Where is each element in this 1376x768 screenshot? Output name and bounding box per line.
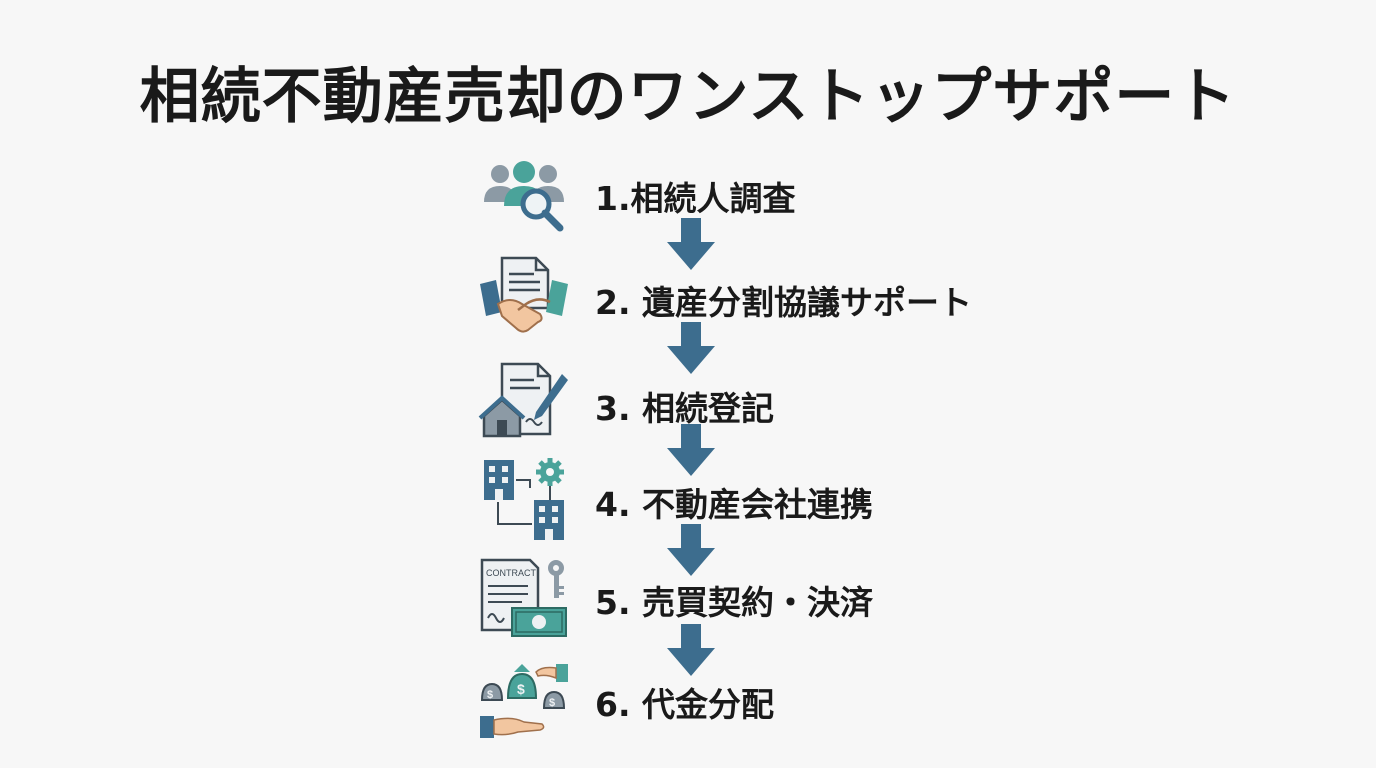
page-title: 相続不動産売却のワンストップサポート [139, 62, 1237, 132]
step-4-label: 4. 不動産会社連携 [595, 485, 873, 524]
arrow-down-icon [667, 624, 715, 676]
step-6-label: 6. 代金分配 [595, 685, 774, 724]
people-search-icon [484, 161, 564, 232]
money-bags-hands-icon: $ $ $ [480, 664, 568, 738]
step-4: 4. 不動産会社連携 [478, 458, 1038, 542]
house-deed-pen-icon [478, 362, 568, 438]
arrow-down-icon [667, 424, 715, 476]
step-2-label: 2. 遺産分割協議サポート [595, 283, 972, 322]
arrow-down-icon [667, 524, 715, 576]
contract-icon-text: CONTRACT [486, 568, 536, 578]
svg-text:$: $ [549, 697, 555, 709]
step-3-label: 3. 相続登記 [595, 389, 774, 428]
step-2: 2. 遺産分割協議サポート [478, 256, 1038, 340]
svg-text:$: $ [487, 689, 493, 701]
step-5-label: 5. 売買契約・決済 [595, 583, 873, 622]
step-3: 3. 相続登記 [478, 362, 1038, 446]
svg-text:$: $ [517, 681, 525, 697]
step-1: 1.相続人調査 [478, 152, 1038, 236]
buildings-gear-icon [484, 458, 564, 540]
contract-key-money-icon: CONTRACT [480, 558, 567, 637]
arrow-down-icon [667, 218, 715, 270]
step-6: $ $ $ 6. 代金分配 [478, 658, 1038, 742]
arrow-down-icon [667, 322, 715, 374]
step-1-label: 1.相続人調査 [595, 179, 796, 218]
step-5: CONTRACT 5. 売買契約・決済 [478, 556, 1038, 640]
handshake-document-icon [480, 256, 568, 333]
